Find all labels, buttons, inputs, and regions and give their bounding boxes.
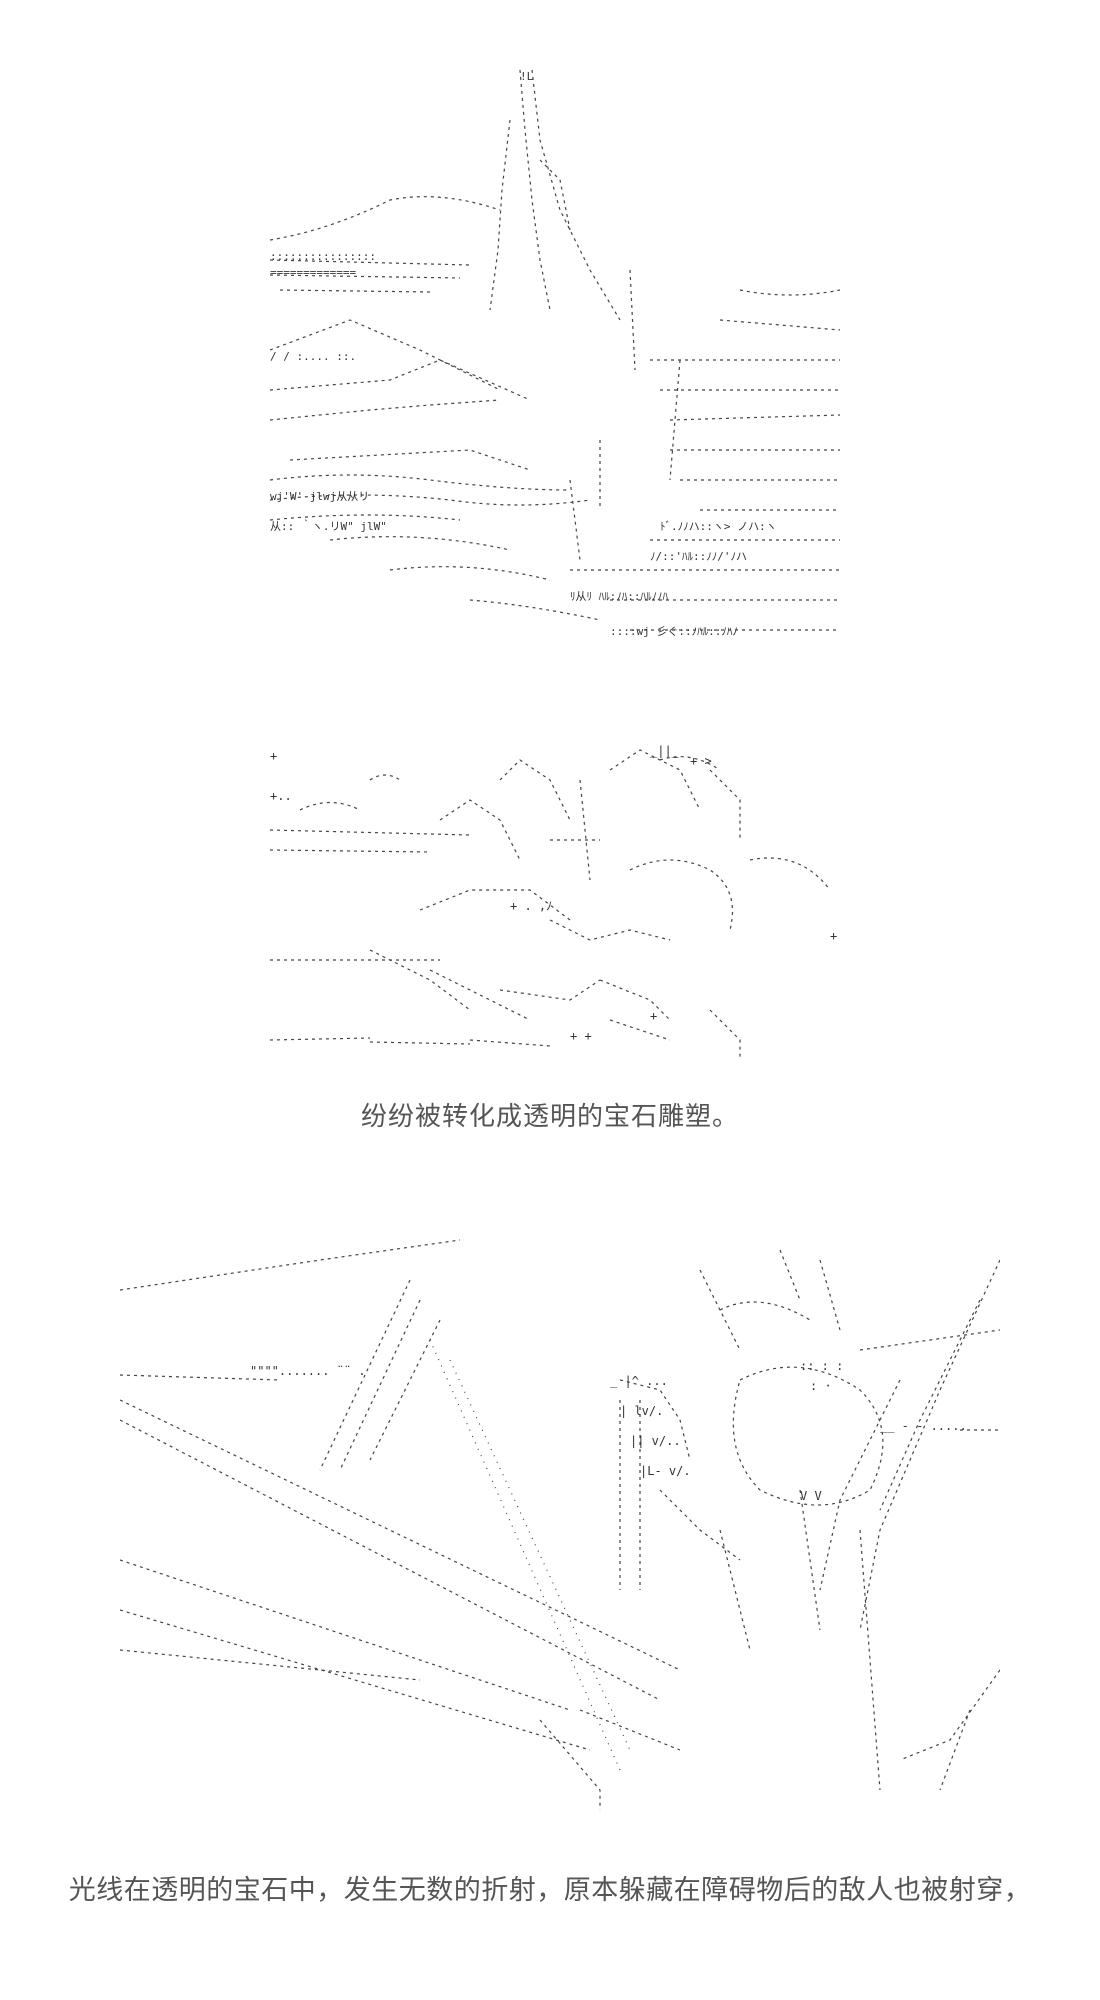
- caption-first: 纷纷被转化成透明的宝石雕塑。: [360, 1102, 739, 1132]
- svg-text:| lv/.: | lv/.: [620, 1404, 663, 1418]
- svg-text:ﾄﾞ.ﾉﾉハ::ヽ> ノハ:ヽ: ﾄﾞ.ﾉﾉハ::ヽ> ノハ:ヽ: [660, 520, 777, 533]
- svg-text:/ / :.... ::.: / / :.... ::.: [270, 350, 356, 363]
- svg-text:+ +: + +: [570, 1029, 592, 1043]
- svg-text:|| v/..: || v/..: [630, 1434, 681, 1448]
- svg-text:__ - - .....: __ - - .....: [880, 1419, 967, 1433]
- ascii-art-panel-landscape: !L :::::::::::::::: ============= / / :.…: [270, 60, 850, 650]
- svg-text:=============: =============: [270, 266, 356, 279]
- svg-text:+..: +..: [270, 789, 292, 803]
- svg-text:+: +: [650, 1009, 657, 1023]
- landscape-art-svg: !L :::::::::::::::: ============= / / :.…: [270, 69, 841, 638]
- ascii-art-panel-light-beams: """"....... ¨¨ . _ |^ ... | lv/. || v/..…: [120, 1230, 1000, 1810]
- svg-text:wj'W' jlwj从从リ: wj'W' jlwj从从リ: [270, 490, 369, 503]
- svg-text:ﾉ/::'ﾊﾙ::ﾉﾉ/'ﾉハ: ﾉ/::'ﾊﾙ::ﾉﾉ/'ﾉハ: [650, 550, 747, 563]
- svg-text:|L- v/.: |L- v/.: [640, 1464, 691, 1478]
- svg-text:+ >: + >: [690, 754, 712, 768]
- ascii-art-panel-statues: + +.. _||_ + > + . ,ﾉ + + + +: [270, 740, 850, 1070]
- light-beams-art-svg: """"....... ¨¨ . _ |^ ... | lv/. || v/..…: [120, 1239, 1000, 1810]
- svg-text:::::wj 彡ぐ::ﾉﾊﾙ::ﾉﾊﾉ: ::::wj 彡ぐ::ﾉﾊﾙ::ﾉﾊﾉ: [610, 625, 738, 638]
- svg-text:_||_: _||_: [650, 744, 680, 758]
- svg-text:""""....... ¨¨ .: """"....... ¨¨ .: [250, 1364, 366, 1378]
- svg-text:_ |^ ...: _ |^ ...: [610, 1374, 668, 1388]
- statues-art-svg: + +.. _||_ + > + . ,ﾉ + + + +: [270, 744, 837, 1060]
- svg-text:::::::::::::::::: ::::::::::::::::: [270, 250, 376, 263]
- svg-text:+ . ,ﾉ: + . ,ﾉ: [510, 899, 552, 913]
- svg-text:: ·: : ·: [810, 1379, 832, 1393]
- svg-text::: : :: :: : :: [800, 1359, 843, 1373]
- svg-text:!L: !L: [520, 70, 534, 83]
- svg-text:+: +: [270, 749, 277, 763]
- svg-text:从:: ｀ヽ.リW" jlW": 从:: ｀ヽ.リW" jlW": [270, 518, 387, 533]
- caption-second: 光线在透明的宝石中，发生无数的折射，原本躲藏在障碍物后的敌人也被射穿，: [68, 1875, 1032, 1906]
- svg-text:+: +: [830, 929, 837, 943]
- svg-text:ﾘ从ﾘ ﾊﾙ:ﾉﾊ::ﾊﾙﾉﾉﾊ: ﾘ从ﾘ ﾊﾙ:ﾉﾊ::ﾊﾙﾉﾉﾊ: [570, 590, 668, 603]
- svg-text:V V: V V: [800, 1489, 822, 1503]
